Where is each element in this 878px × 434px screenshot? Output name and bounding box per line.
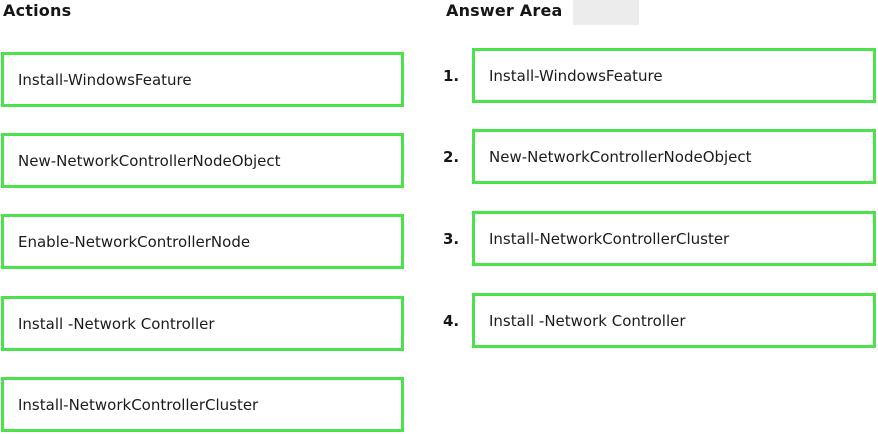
answer-slot-3[interactable]: Install-NetworkControllerCluster xyxy=(472,211,876,266)
answer-slot-1[interactable]: Install-WindowsFeature xyxy=(472,48,876,103)
action-item-install-network-controller[interactable]: Install -Network Controller xyxy=(1,296,404,351)
answer-slot-label: Install-WindowsFeature xyxy=(489,66,663,85)
action-item-new-networkcontrollernodeobject[interactable]: New-NetworkControllerNodeObject xyxy=(1,133,404,188)
header-artifact xyxy=(573,0,639,25)
answer-slot-number-2: 2. xyxy=(443,147,460,166)
answer-slot-label: Install -Network Controller xyxy=(489,311,686,330)
actions-column-header: Actions xyxy=(3,1,72,20)
action-item-install-windowsfeature[interactable]: Install-WindowsFeature xyxy=(1,52,404,107)
answer-slot-label: New-NetworkControllerNodeObject xyxy=(489,147,752,166)
answer-slot-2[interactable]: New-NetworkControllerNodeObject xyxy=(472,129,876,184)
answer-slot-number-1: 1. xyxy=(443,66,460,85)
answer-slot-4[interactable]: Install -Network Controller xyxy=(472,293,876,348)
action-item-label: Install-NetworkControllerCluster xyxy=(18,395,259,414)
action-item-install-networkcontrollercluster[interactable]: Install-NetworkControllerCluster xyxy=(1,377,404,432)
answer-slot-number-4: 4. xyxy=(443,311,460,330)
answer-area-header: Answer Area xyxy=(446,1,563,20)
answer-slot-number-3: 3. xyxy=(443,229,460,248)
action-item-enable-networkcontrollernode[interactable]: Enable-NetworkControllerNode xyxy=(1,214,404,269)
answer-slot-label: Install-NetworkControllerCluster xyxy=(489,229,730,248)
action-item-label: Install-WindowsFeature xyxy=(18,70,192,89)
action-item-label: Install -Network Controller xyxy=(18,314,215,333)
action-item-label: Enable-NetworkControllerNode xyxy=(18,232,251,251)
action-item-label: New-NetworkControllerNodeObject xyxy=(18,151,281,170)
